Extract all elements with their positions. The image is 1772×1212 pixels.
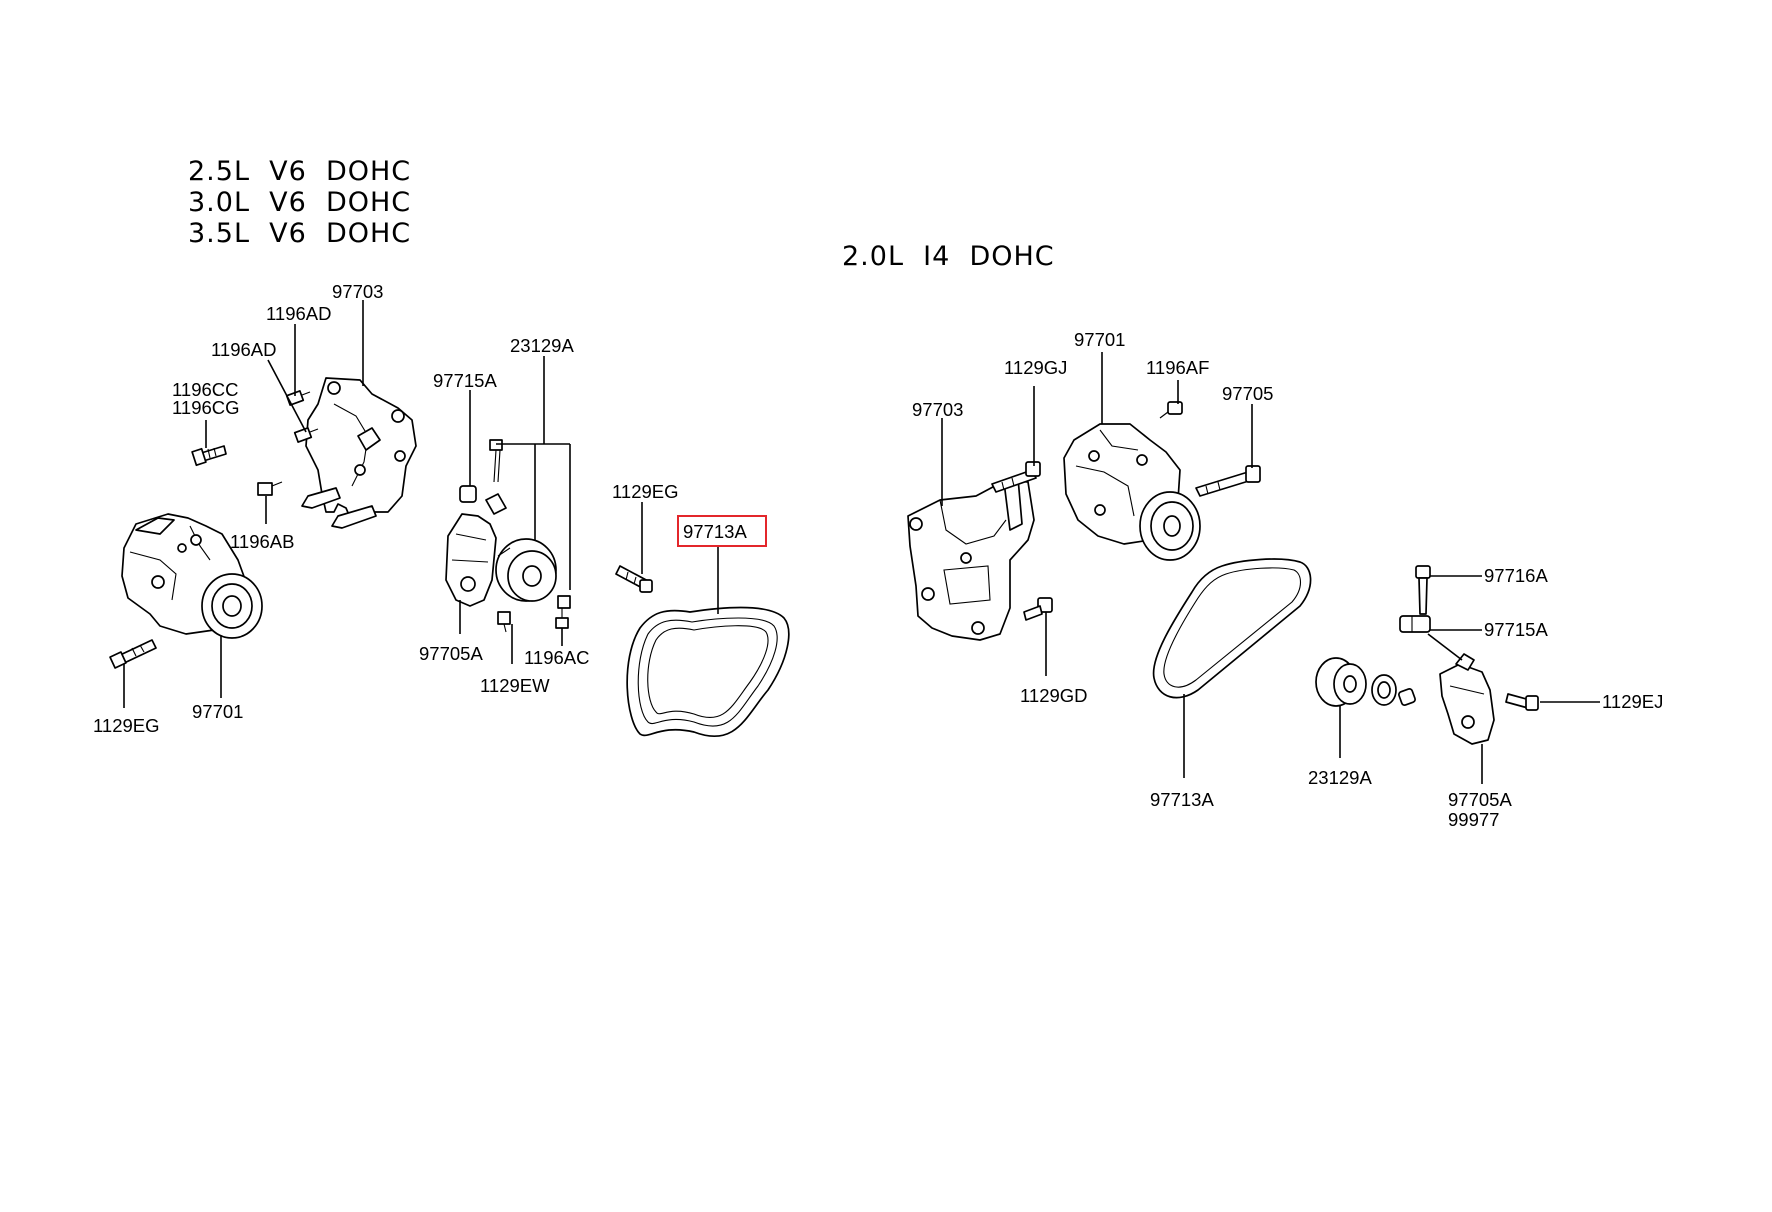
bolt-1129GD <box>1023 597 1053 621</box>
label-1129EG-left[interactable]: 1129EG <box>93 715 160 736</box>
bolt-1196AB <box>257 481 283 496</box>
bolt-97716A <box>1415 565 1431 615</box>
bolt-1129EJ <box>1505 693 1539 711</box>
bracket-97703-v6 <box>301 377 417 529</box>
compressor-97701-v6 <box>121 513 263 639</box>
bolt-97705 <box>1195 465 1261 497</box>
label-1129GJ[interactable]: 1129GJ <box>1004 357 1067 378</box>
label-1129EW[interactable]: 1129EW <box>480 675 550 696</box>
bolt-1129EG-mid <box>615 565 653 593</box>
label-99977[interactable]: 99977 <box>1448 809 1499 830</box>
label-1196AD-mid[interactable]: 1196AD <box>211 339 276 360</box>
heading-v6-25: 2.5L V6 DOHC <box>188 156 411 187</box>
v6-leader-lines <box>123 300 719 708</box>
bolt-23129A-top <box>489 439 503 483</box>
label-97713A-v6[interactable]: 97713A <box>683 521 747 542</box>
compressor-97701-i4 <box>1063 423 1201 561</box>
highlight-box-97713A <box>677 515 767 547</box>
label-1196AB[interactable]: 1196AB <box>230 531 294 552</box>
belt-97713A-i4 <box>1152 558 1312 699</box>
heading-v6-35: 3.5L V6 DOHC <box>188 218 411 249</box>
label-1129EJ[interactable]: 1129EJ <box>1602 691 1663 712</box>
i4-leader-lines <box>941 352 1600 784</box>
bolt-1129EG-left <box>109 639 157 669</box>
label-97715A-v6[interactable]: 97715A <box>433 370 497 391</box>
pulley-23129A-i4 <box>1315 657 1416 707</box>
label-1196AF[interactable]: 1196AF <box>1146 357 1209 378</box>
tensioner-97705A-v6 <box>445 493 507 607</box>
bracket-97715A-v6 <box>459 485 477 503</box>
label-97705[interactable]: 97705 <box>1222 383 1273 404</box>
heading-i4-20: 2.0L I4 DOHC <box>842 241 1055 272</box>
label-97713A-i4[interactable]: 97713A <box>1150 789 1214 810</box>
label-97705A-i4[interactable]: 97705A <box>1448 789 1512 810</box>
label-97701-i4[interactable]: 97701 <box>1074 329 1125 350</box>
label-1196CG[interactable]: 1196CG <box>172 397 240 418</box>
label-1196AC[interactable]: 1196AC <box>524 647 589 668</box>
bracket-97703-i4 <box>907 477 1035 641</box>
bolt-1196AF <box>1159 401 1183 419</box>
label-97703-i4[interactable]: 97703 <box>912 399 963 420</box>
label-97716A[interactable]: 97716A <box>1484 565 1548 586</box>
label-23129A-v6[interactable]: 23129A <box>510 335 574 356</box>
label-1196AD-top[interactable]: 1196AD <box>266 303 331 324</box>
heading-v6-30: 3.0L V6 DOHC <box>188 187 411 218</box>
label-23129A-i4[interactable]: 23129A <box>1308 767 1372 788</box>
tensioner-97705A-i4 <box>1439 653 1495 745</box>
pulley-23129A-v6 <box>495 538 557 602</box>
belt-97713A-v6 <box>626 606 790 738</box>
bracket-97715A-i4 <box>1399 615 1431 633</box>
label-1196CC[interactable]: 1196CC <box>172 379 239 400</box>
bolt-1196AD-mid <box>293 427 319 443</box>
label-1129GD[interactable]: 1129GD <box>1020 685 1088 706</box>
label-1129EG-mid[interactable]: 1129EG <box>612 481 679 502</box>
label-97701-v6[interactable]: 97701 <box>192 701 243 722</box>
bolt-1196AC <box>555 595 571 629</box>
bolt-1129GJ <box>991 461 1041 493</box>
bolt-1196CC <box>191 445 227 467</box>
label-97715A-i4[interactable]: 97715A <box>1484 619 1548 640</box>
label-97703-v6[interactable]: 97703 <box>332 281 383 302</box>
label-97705A-v6[interactable]: 97705A <box>419 643 483 664</box>
bolt-1129EW <box>497 611 511 633</box>
